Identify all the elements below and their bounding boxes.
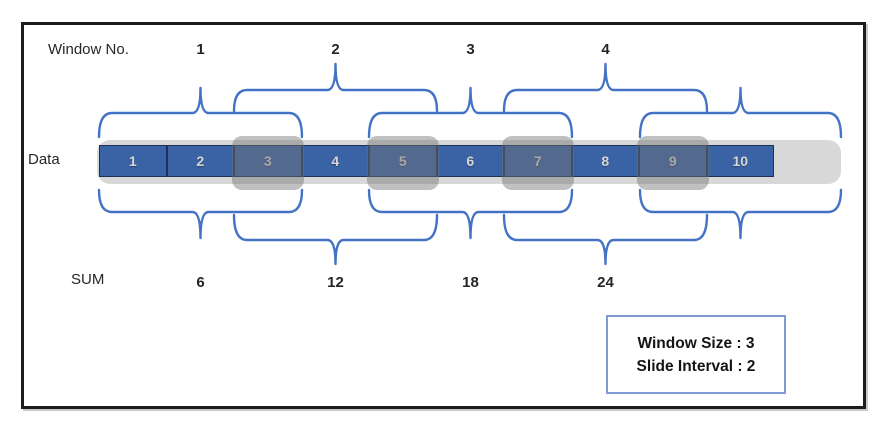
window-number: 3	[466, 41, 475, 58]
overlap-highlight	[637, 136, 709, 190]
window-number: 2	[331, 41, 340, 58]
data-cell: 6	[436, 145, 504, 177]
sum-value: 24	[597, 274, 614, 291]
window-number: 4	[601, 41, 610, 58]
sum-value: 6	[196, 274, 205, 291]
data-cell: 3	[234, 145, 302, 177]
sum-value: 18	[462, 274, 479, 291]
data-cell: 2	[166, 145, 234, 177]
slide-interval-text: Slide Interval : 2	[636, 357, 756, 375]
window-size-text: Window Size : 3	[637, 334, 755, 352]
sum-label: SUM	[71, 271, 105, 288]
data-cell: 9	[639, 145, 707, 177]
data-cell: 10	[706, 145, 774, 177]
overlap-highlight	[367, 136, 439, 190]
data-cell: 8	[571, 145, 639, 177]
data-cell: 4	[301, 145, 369, 177]
overlap-highlight	[502, 136, 574, 190]
overlap-highlight	[232, 136, 304, 190]
data-cell: 5	[369, 145, 437, 177]
data-label: Data	[28, 151, 60, 168]
data-cell: 1	[99, 145, 167, 177]
sum-value: 12	[327, 274, 344, 291]
window-number: 1	[196, 41, 205, 58]
data-cell: 7	[504, 145, 572, 177]
window-no-label: Window No.	[48, 41, 129, 58]
info-box: Window Size : 3 Slide Interval : 2	[606, 315, 786, 394]
